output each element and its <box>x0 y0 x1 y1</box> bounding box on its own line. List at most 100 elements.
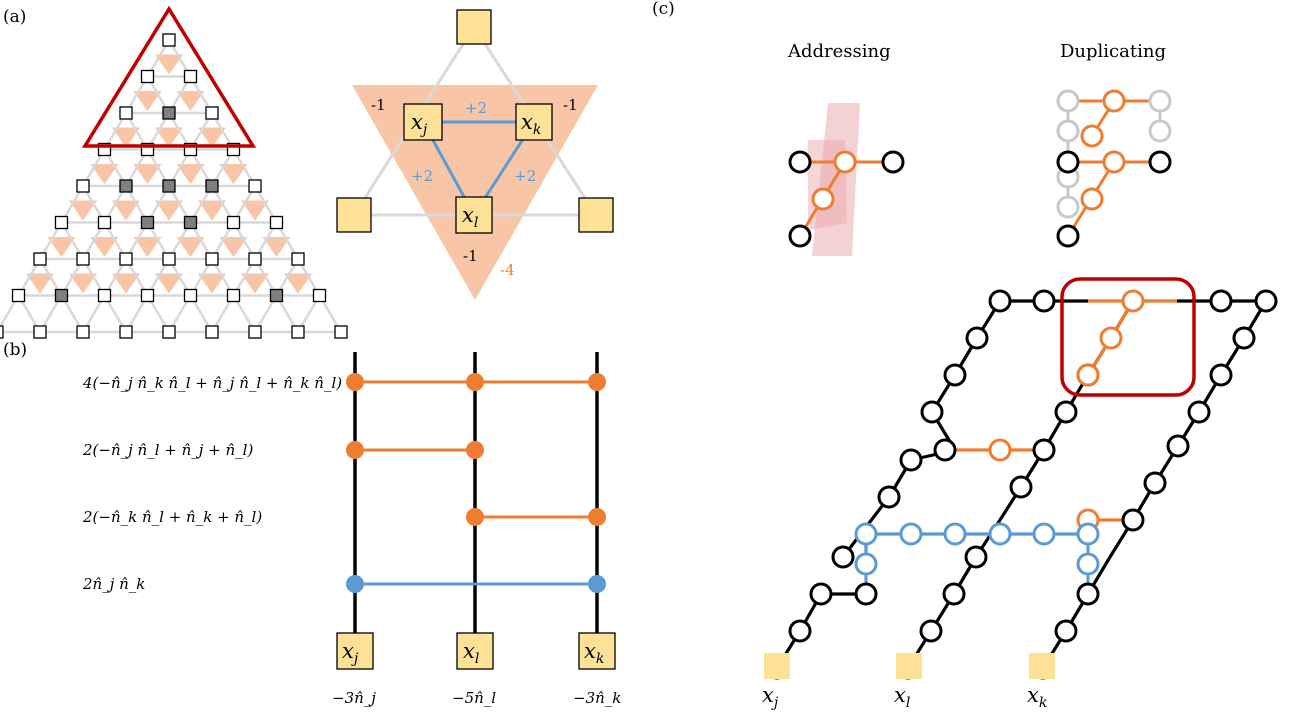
graph-node <box>1054 400 1078 424</box>
graph-node <box>942 582 966 606</box>
lattice-node <box>97 288 112 303</box>
graph-node <box>899 448 923 472</box>
term-1: 4(−n̂_j n̂_k n̂_l + n̂_j n̂_l + n̂_k n̂_… <box>82 374 342 392</box>
pyramid-lattice <box>0 5 348 339</box>
lattice-node <box>33 252 47 266</box>
graph-node <box>831 545 855 569</box>
graph-node <box>943 522 967 546</box>
face <box>155 200 183 221</box>
graph-node <box>854 552 878 576</box>
lattice-node <box>33 325 47 339</box>
graph-node <box>1009 475 1033 499</box>
face-value: -4 <box>500 261 515 279</box>
edge-weight-top: +2 <box>465 99 487 117</box>
lattice-node-filled <box>183 215 198 230</box>
face <box>155 54 183 75</box>
lattice-node <box>183 69 198 84</box>
lattice-node <box>11 288 26 303</box>
face <box>133 237 162 257</box>
face <box>219 164 248 184</box>
highlight-triangle <box>81 5 257 148</box>
lattice-node <box>183 288 198 303</box>
graph-node <box>809 582 833 606</box>
face <box>262 237 291 257</box>
node-xj <box>403 103 443 141</box>
lattice-node-filled <box>119 179 133 193</box>
graph-node <box>1076 552 1100 576</box>
graph-node <box>1121 289 1145 313</box>
duplicating-inset <box>1056 89 1172 248</box>
graph-node <box>1121 508 1145 532</box>
variable-boxes <box>336 632 616 670</box>
bottom-label-xj: xj <box>762 683 779 711</box>
graph-node <box>988 289 1012 313</box>
lattice-node-filled <box>54 288 69 303</box>
duplicating-title: Duplicating <box>1060 41 1166 62</box>
lattice-node <box>140 69 155 84</box>
face <box>133 164 162 184</box>
face <box>176 237 205 257</box>
lattice-node-filled <box>162 179 176 193</box>
graph-node <box>1099 326 1123 350</box>
graph-node <box>1254 289 1278 313</box>
face <box>112 127 140 148</box>
face <box>90 237 119 257</box>
graph-node <box>1187 400 1211 424</box>
lattice-node <box>226 288 241 303</box>
lattice-node <box>291 252 305 266</box>
face <box>284 273 312 294</box>
lattice-node <box>97 215 112 230</box>
lattice-node <box>119 252 133 266</box>
lattice-node-filled <box>162 106 176 120</box>
term-4: 2n̂_j n̂_k <box>82 575 145 593</box>
graph-node <box>854 522 878 546</box>
lattice-line <box>210 221 278 333</box>
face <box>69 200 97 221</box>
face <box>198 127 226 148</box>
bottom-yellow-markers <box>764 653 1055 679</box>
lattice-node <box>248 179 262 193</box>
lattice-node <box>312 288 327 303</box>
variable-wires <box>353 352 599 640</box>
corner-square-top <box>456 9 492 45</box>
lattice-node <box>162 33 176 47</box>
highlight-box <box>1060 277 1196 397</box>
face <box>112 273 140 294</box>
panel-c-label: (c) <box>652 0 675 19</box>
graph-node <box>1076 582 1100 606</box>
lattice-node <box>248 252 262 266</box>
lattice-node <box>76 325 90 339</box>
face <box>176 91 205 111</box>
bottom-label-xk: xk <box>1027 683 1047 711</box>
graph-node <box>933 438 957 462</box>
addressing-inset <box>788 103 905 256</box>
face <box>176 164 205 184</box>
lattice-line <box>60 221 128 333</box>
face <box>112 200 140 221</box>
lattice-node <box>140 288 155 303</box>
graph-node <box>943 363 967 387</box>
graph-node <box>1054 619 1078 643</box>
bias-xl: -1 <box>463 247 478 265</box>
graph-node <box>919 619 943 643</box>
lattice-node <box>162 252 176 266</box>
term-2: 2(−n̂_j n̂_l + n̂_j + n̂_l) <box>82 441 253 459</box>
embedding-graph <box>765 289 1278 680</box>
graph-node <box>965 326 989 350</box>
lattice-node <box>76 179 90 193</box>
bias-xk: -1 <box>563 96 578 114</box>
lattice-node <box>205 106 219 120</box>
lattice-node <box>205 252 219 266</box>
face <box>155 273 183 294</box>
graph-node <box>1032 289 1056 313</box>
graph-node <box>877 485 901 509</box>
graph-node <box>854 582 878 606</box>
corner-square-right <box>578 197 614 233</box>
face <box>241 273 269 294</box>
graph-node <box>899 522 923 546</box>
lattice-node <box>205 325 219 339</box>
face <box>241 200 269 221</box>
lattice-node <box>119 106 133 120</box>
graph-node <box>1032 438 1056 462</box>
